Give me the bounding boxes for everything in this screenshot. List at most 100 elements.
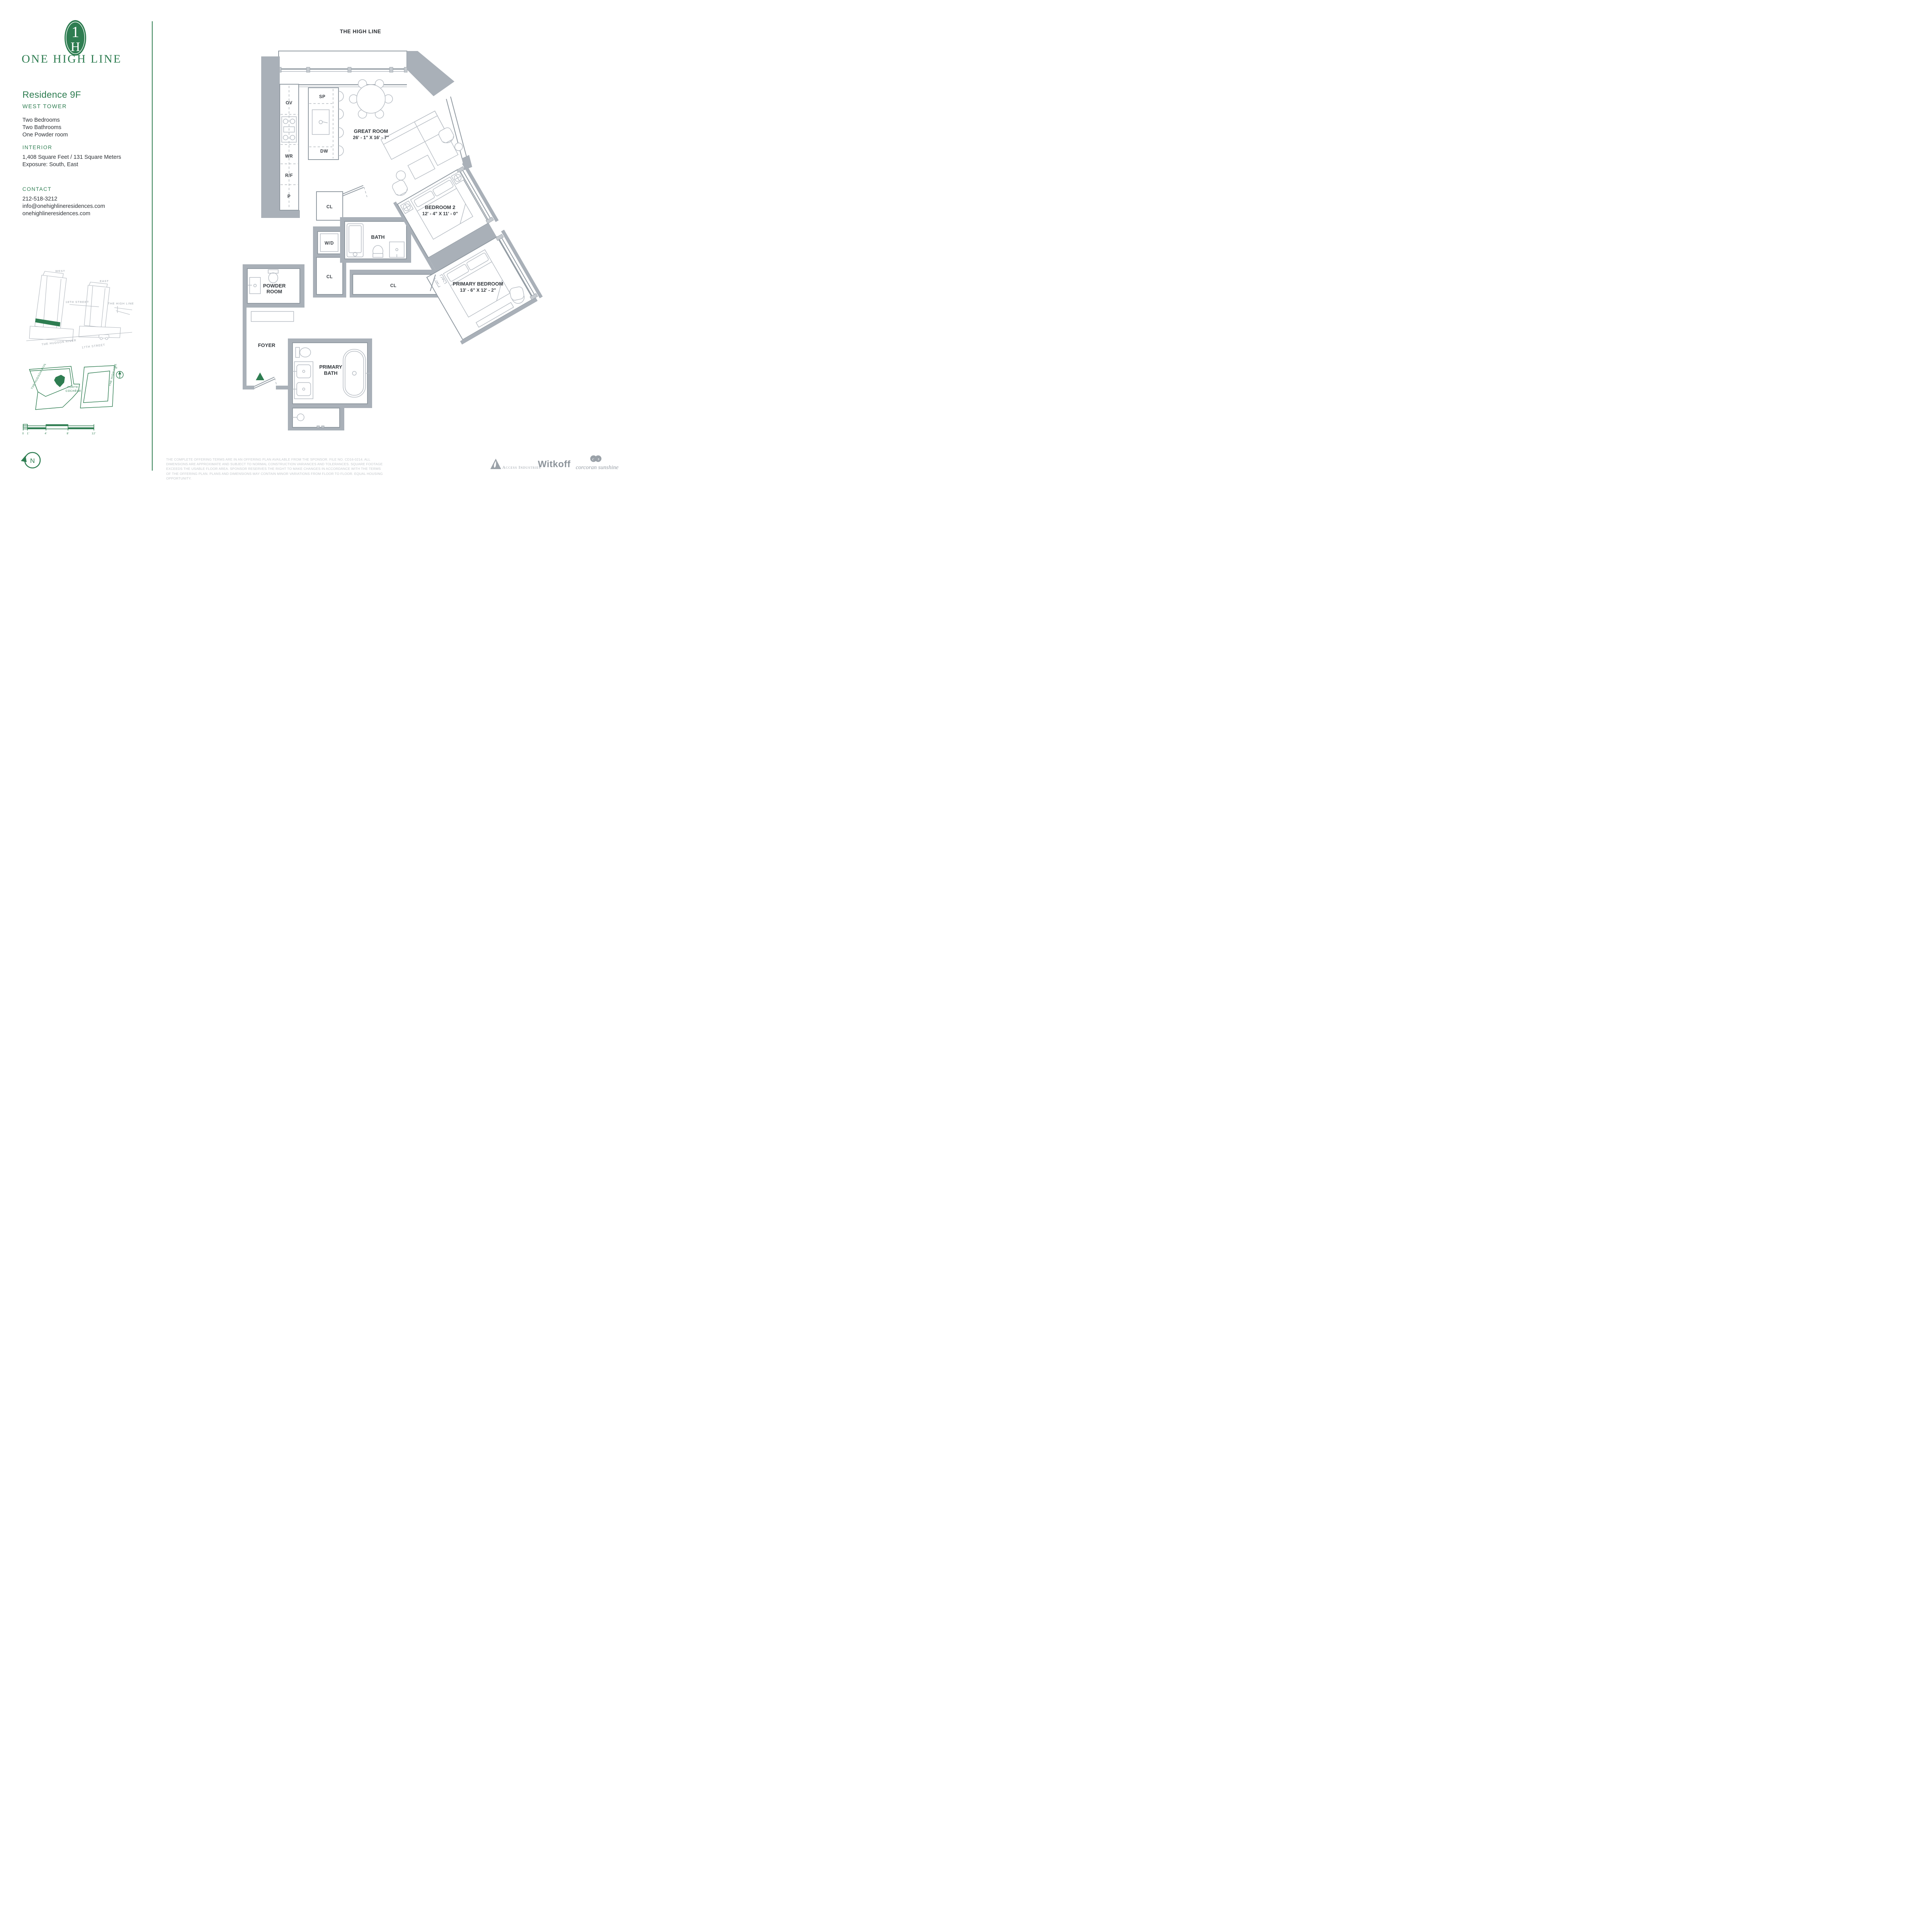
primary-bed-icon xyxy=(443,249,510,318)
shower-icon xyxy=(288,405,344,430)
porte-cochere-label-2: COCHÈRE xyxy=(66,389,82,393)
bedroom2-label: BEDROOM 2 xyxy=(425,204,456,210)
pantry-label: P xyxy=(287,194,291,199)
primary-bedroom-door-gap xyxy=(434,273,446,289)
closet-label: CL xyxy=(327,205,333,209)
witkoff-logo[interactable]: Witkoff xyxy=(538,459,571,469)
interior-exposure: Exposure: South, East xyxy=(22,162,78,168)
scale-tick-0: 0 xyxy=(22,432,24,435)
entry-marker-icon xyxy=(256,372,264,380)
west-tower-label: WEST xyxy=(55,269,65,273)
hall-closet: CL xyxy=(316,185,367,221)
foyer-bench xyxy=(251,311,294,322)
sink-icon xyxy=(389,242,405,258)
contact-phone[interactable]: 212-518-3212 xyxy=(22,196,58,202)
bedroom-wing xyxy=(393,162,543,345)
primary-bath: PRIMARY BATH xyxy=(288,338,372,430)
17th-street-label: 17TH STREET xyxy=(82,343,105,349)
corcoran-s: s xyxy=(598,457,599,461)
site-compass-n: N xyxy=(115,367,117,369)
contact-details: 212-518-3212 info@onehighlineresidences.… xyxy=(22,196,105,218)
building-location-diagram: WEST EAST 18TH STREET THE HIGH LIN xyxy=(26,269,134,349)
site-plan-diagram: PORTE- COCHÈRE THE HUDSON RIVER THE HIGH… xyxy=(29,364,124,410)
speed-oven-label: SP xyxy=(319,95,325,99)
contact-email[interactable]: info@onehighlineresidences.com xyxy=(22,203,105,209)
tower-subtitle: WEST TOWER xyxy=(22,104,67,110)
podium-drawing xyxy=(26,304,133,341)
dishwasher-label: DW xyxy=(320,149,328,154)
contact-heading: CONTACT xyxy=(22,186,52,192)
logo-monogram-h: H xyxy=(71,40,80,54)
bathtub-icon xyxy=(347,223,364,257)
scale-tick-4: 4' xyxy=(45,432,48,435)
island-sink-icon xyxy=(312,109,330,135)
primary-bath-label-1: PRIMARY xyxy=(319,364,342,370)
bedroom2-dims: 12' - 4" X 11' - 0" xyxy=(422,211,458,216)
powder-room-label-2: ROOM xyxy=(267,289,282,294)
great-room-label: GREAT ROOM xyxy=(354,128,388,134)
access-industries-icon xyxy=(490,459,501,469)
bench-icon xyxy=(476,302,514,328)
feature-list: Two Bedrooms Two Bathrooms One Powder ro… xyxy=(22,117,68,139)
oven-label: OV xyxy=(286,101,293,105)
scale-tick-8: 8' xyxy=(67,432,70,435)
kitchen-appliance-column: OV WR R/F P xyxy=(279,84,299,211)
west-parcel-outline xyxy=(29,366,80,410)
east-tower-label: EAST xyxy=(100,279,109,283)
18th-street-label: 18TH STREET xyxy=(65,300,89,304)
fridge-label: R/F xyxy=(285,173,293,178)
bath-label: BATH xyxy=(371,234,384,240)
residence-floor-highlight xyxy=(35,318,60,327)
kitchen-island: SP DW xyxy=(308,87,344,160)
logo-oval xyxy=(65,20,86,56)
east-tower-drawing xyxy=(84,282,110,328)
primary-bedroom-dims: 13' - 6" X 12' - 2" xyxy=(460,287,496,293)
terrace xyxy=(278,51,408,87)
wine-fridge-label: WR xyxy=(285,154,293,159)
nightstand-lamp-icon xyxy=(451,171,464,185)
car-icon xyxy=(99,334,109,340)
north-compass-icon: N xyxy=(21,452,41,469)
primary-bath-label-2: BATH xyxy=(324,370,337,376)
toilet-icon xyxy=(372,245,383,258)
freestanding-tub-icon xyxy=(343,349,370,398)
closet-label: CL xyxy=(390,284,396,288)
feature-item: Two Bathrooms xyxy=(22,124,61,131)
floor-plan: OV WR R/F P SP DW xyxy=(243,51,543,430)
island-stools xyxy=(338,91,344,156)
dining-table xyxy=(349,79,393,119)
contact-website[interactable]: onehighlineresidences.com xyxy=(22,211,90,217)
west-tower-drawing xyxy=(34,271,67,330)
exterior-walls xyxy=(261,51,454,218)
sofa-group xyxy=(380,111,459,180)
toilet-icon xyxy=(295,347,311,358)
site-hudson-label: THE HUDSON RIVER xyxy=(31,364,48,390)
closet-label: CL xyxy=(327,275,333,279)
foyer-label: FOYER xyxy=(258,342,276,348)
floorplan-sheet: 1 H ONE HIGH LINE Residence 9F WEST TOWE… xyxy=(0,0,636,492)
high-line-label: THE HIGH LINE xyxy=(108,302,134,305)
primary-bedroom-label: PRIMARY BEDROOM xyxy=(453,281,503,287)
feature-item: Two Bedrooms xyxy=(22,117,60,123)
armchair-icon xyxy=(438,127,454,143)
washer-dryer-label: W/D xyxy=(325,241,334,246)
cooktop-icon xyxy=(281,116,297,143)
porte-cochere-label-1: PORTE- xyxy=(67,386,79,389)
armchair-icon xyxy=(509,286,525,304)
toilet-icon xyxy=(268,269,279,283)
scale-tick-1: 1' xyxy=(27,432,30,435)
powder-room: POWDER ROOM xyxy=(243,264,304,308)
armchair-icon xyxy=(392,180,408,196)
bath-room: BATH xyxy=(340,217,411,263)
page-title: Residence 9F xyxy=(22,90,81,100)
corcoran-c: c xyxy=(592,457,594,461)
interior-heading: INTERIOR xyxy=(22,145,53,150)
powder-room-label-1: POWDER xyxy=(263,283,286,289)
east-parcel-outline xyxy=(80,365,115,408)
corcoran-sunshine-logo[interactable]: corcoran sunshine xyxy=(576,464,619,471)
side-table-icon xyxy=(454,143,463,151)
legal-disclaimer: THE COMPLETE OFFERING TERMS ARE IN AN OF… xyxy=(166,457,383,480)
access-industries-logo[interactable]: Access Industries xyxy=(502,465,541,470)
scale-tick-12: 12' xyxy=(92,432,96,435)
residence-site-marker xyxy=(54,375,65,387)
